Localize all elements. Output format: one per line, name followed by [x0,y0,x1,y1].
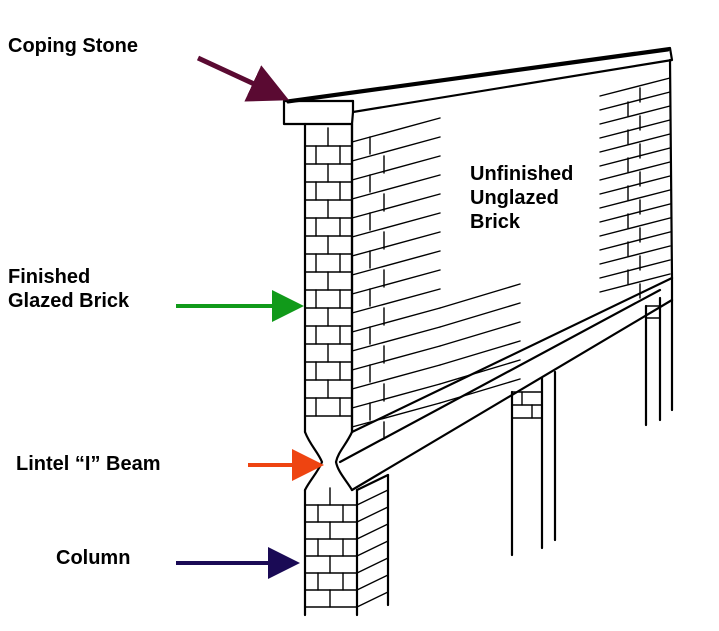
unglazed-wall-face [350,58,674,440]
back-columns [510,296,674,557]
lintel-i-beam-shape [303,276,674,492]
coping-stone-shape [282,46,674,126]
unfinished-brick-label-line: Unfinished [470,163,574,185]
unfinished-brick-label-line: Brick [470,211,521,233]
column-label: Column [56,547,131,569]
finished-brick-label: Finished Glazed Brick [8,265,129,313]
glazed-brick-pier [303,122,354,434]
finished-brick-label-line: Finished [8,266,91,288]
unfinished-brick-label: Unfinished Unglazed Brick [470,162,573,234]
coping-stone-arrow [196,55,290,102]
finished-brick-label-line: Glazed Brick [8,290,130,312]
coping-stone-label: Coping Stone [8,35,138,57]
unfinished-brick-label-line: Unglazed [470,187,559,209]
lintel-beam-label: Lintel “I” Beam [16,453,161,475]
front-column-shape [303,473,390,617]
